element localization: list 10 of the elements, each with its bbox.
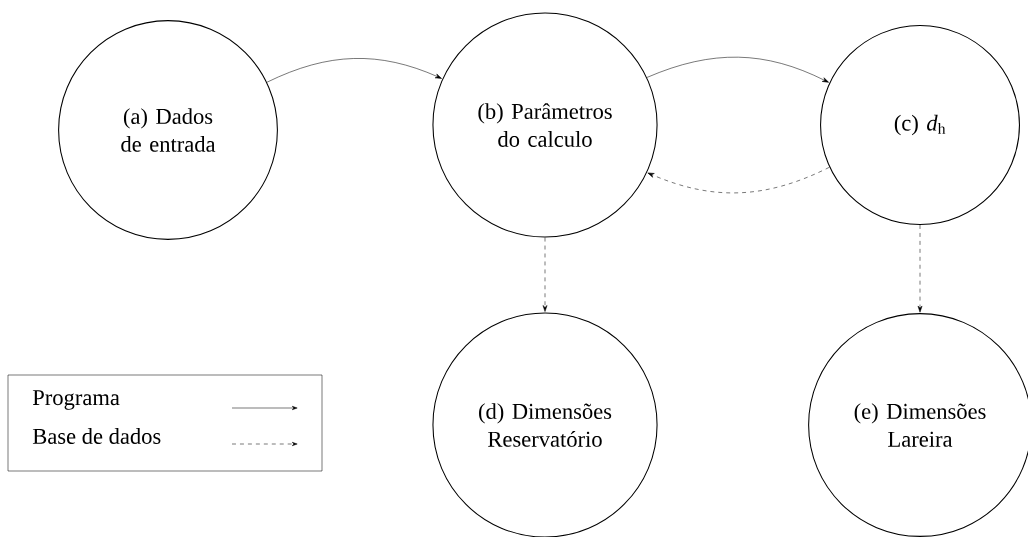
arrow <box>647 167 830 194</box>
arrow <box>266 58 442 83</box>
arrow <box>917 224 923 313</box>
circle-node: (a) Dados de entrada <box>58 20 278 240</box>
circle-node: (b) Parâmetros do calculo <box>432 12 658 238</box>
arrow <box>646 56 829 83</box>
legend-text: Programa <box>32 390 120 410</box>
legend-text: Base de dados <box>32 428 161 444</box>
arrow <box>542 237 548 312</box>
circle-node: (c) d$_{h}$ <box>820 25 1020 225</box>
